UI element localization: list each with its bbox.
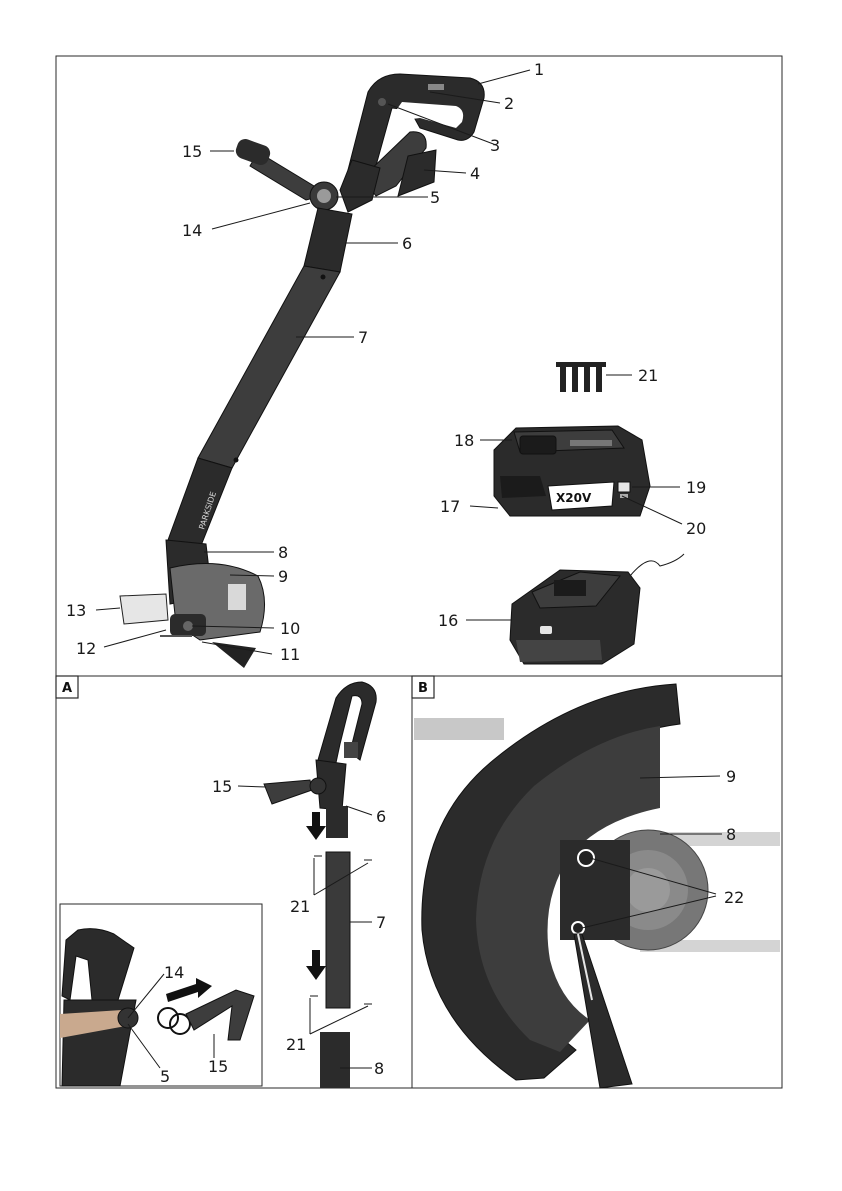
handle-switch [428,84,444,90]
callout-17: 17 [440,497,460,516]
panel-b-tag: B [412,676,434,698]
callout-7: 7 [358,328,368,347]
callout-16: 16 [438,611,458,630]
callout-14: 14 [182,221,202,240]
panel-a-callout-21-top: 21 [290,897,310,916]
callout-10: 10 [280,619,300,638]
panel-a-callout-7: 7 [376,913,386,932]
upper-shaft [304,208,352,272]
screw-set [556,362,606,392]
shaft-screw-1 [321,275,326,280]
panel-a-inset-callout-14: 14 [164,963,184,982]
callout-18: 18 [454,431,474,450]
adjust-knob-center [317,189,331,203]
callout-3: 3 [490,136,500,155]
battery-brand-text: X20V [556,491,592,505]
switch-lock [378,98,386,106]
panel-b-callout-22: 22 [724,888,744,907]
callout-6: 6 [402,234,412,253]
panel-a-callout-8: 8 [374,1059,384,1078]
callout-19: 19 [686,478,706,497]
callout-8: 8 [278,543,288,562]
battery-pack: X20V [494,426,650,516]
callout-12: 12 [76,639,96,658]
shaft-screw-2 [234,458,239,463]
arrow-down-1 [306,812,326,840]
svg-text:A: A [62,681,72,696]
panel-a-callout-6: 6 [376,807,386,826]
panel-a-assembly-illustration [60,682,376,1088]
panel-a-callout-15: 15 [212,777,232,796]
line-cutter-blade [212,642,256,668]
callout-1: 1 [534,60,544,79]
callout-11: 11 [280,645,300,664]
battery-level-button [618,482,630,492]
panel-a-callout-21-bottom: 21 [286,1035,306,1054]
panel-a-inset-callout-5: 5 [160,1067,170,1086]
callout-9: 9 [278,567,288,586]
handle-body [340,160,380,212]
svg-text:B: B [418,681,428,696]
grass-trimmer-illustration: PARKSIDE [120,74,484,668]
panel-a-motor-tube [320,1032,350,1088]
battery-charger [510,554,684,664]
callout-2: 2 [504,94,514,113]
guard-label [228,584,246,610]
spool-center [183,621,193,631]
panel-b-guard-closeup [414,684,780,1088]
plant-guard [120,594,168,624]
charger-cable [630,554,684,576]
callout-20: 20 [686,519,706,538]
panel-a-inset-callout-15: 15 [208,1057,228,1076]
panel-b-callout-8: 8 [726,825,736,844]
callout-15: 15 [182,142,202,161]
callout-13: 13 [66,601,86,620]
panel-a-tag: A [56,676,78,698]
arrow-down-2 [306,950,326,980]
main-shaft [198,266,340,468]
charger-led [540,626,552,634]
callout-5: 5 [430,188,440,207]
lower-shaft [168,458,232,548]
callout-21: 21 [638,366,658,385]
callout-4: 4 [470,164,480,183]
panel-b-callout-9: 9 [726,767,736,786]
